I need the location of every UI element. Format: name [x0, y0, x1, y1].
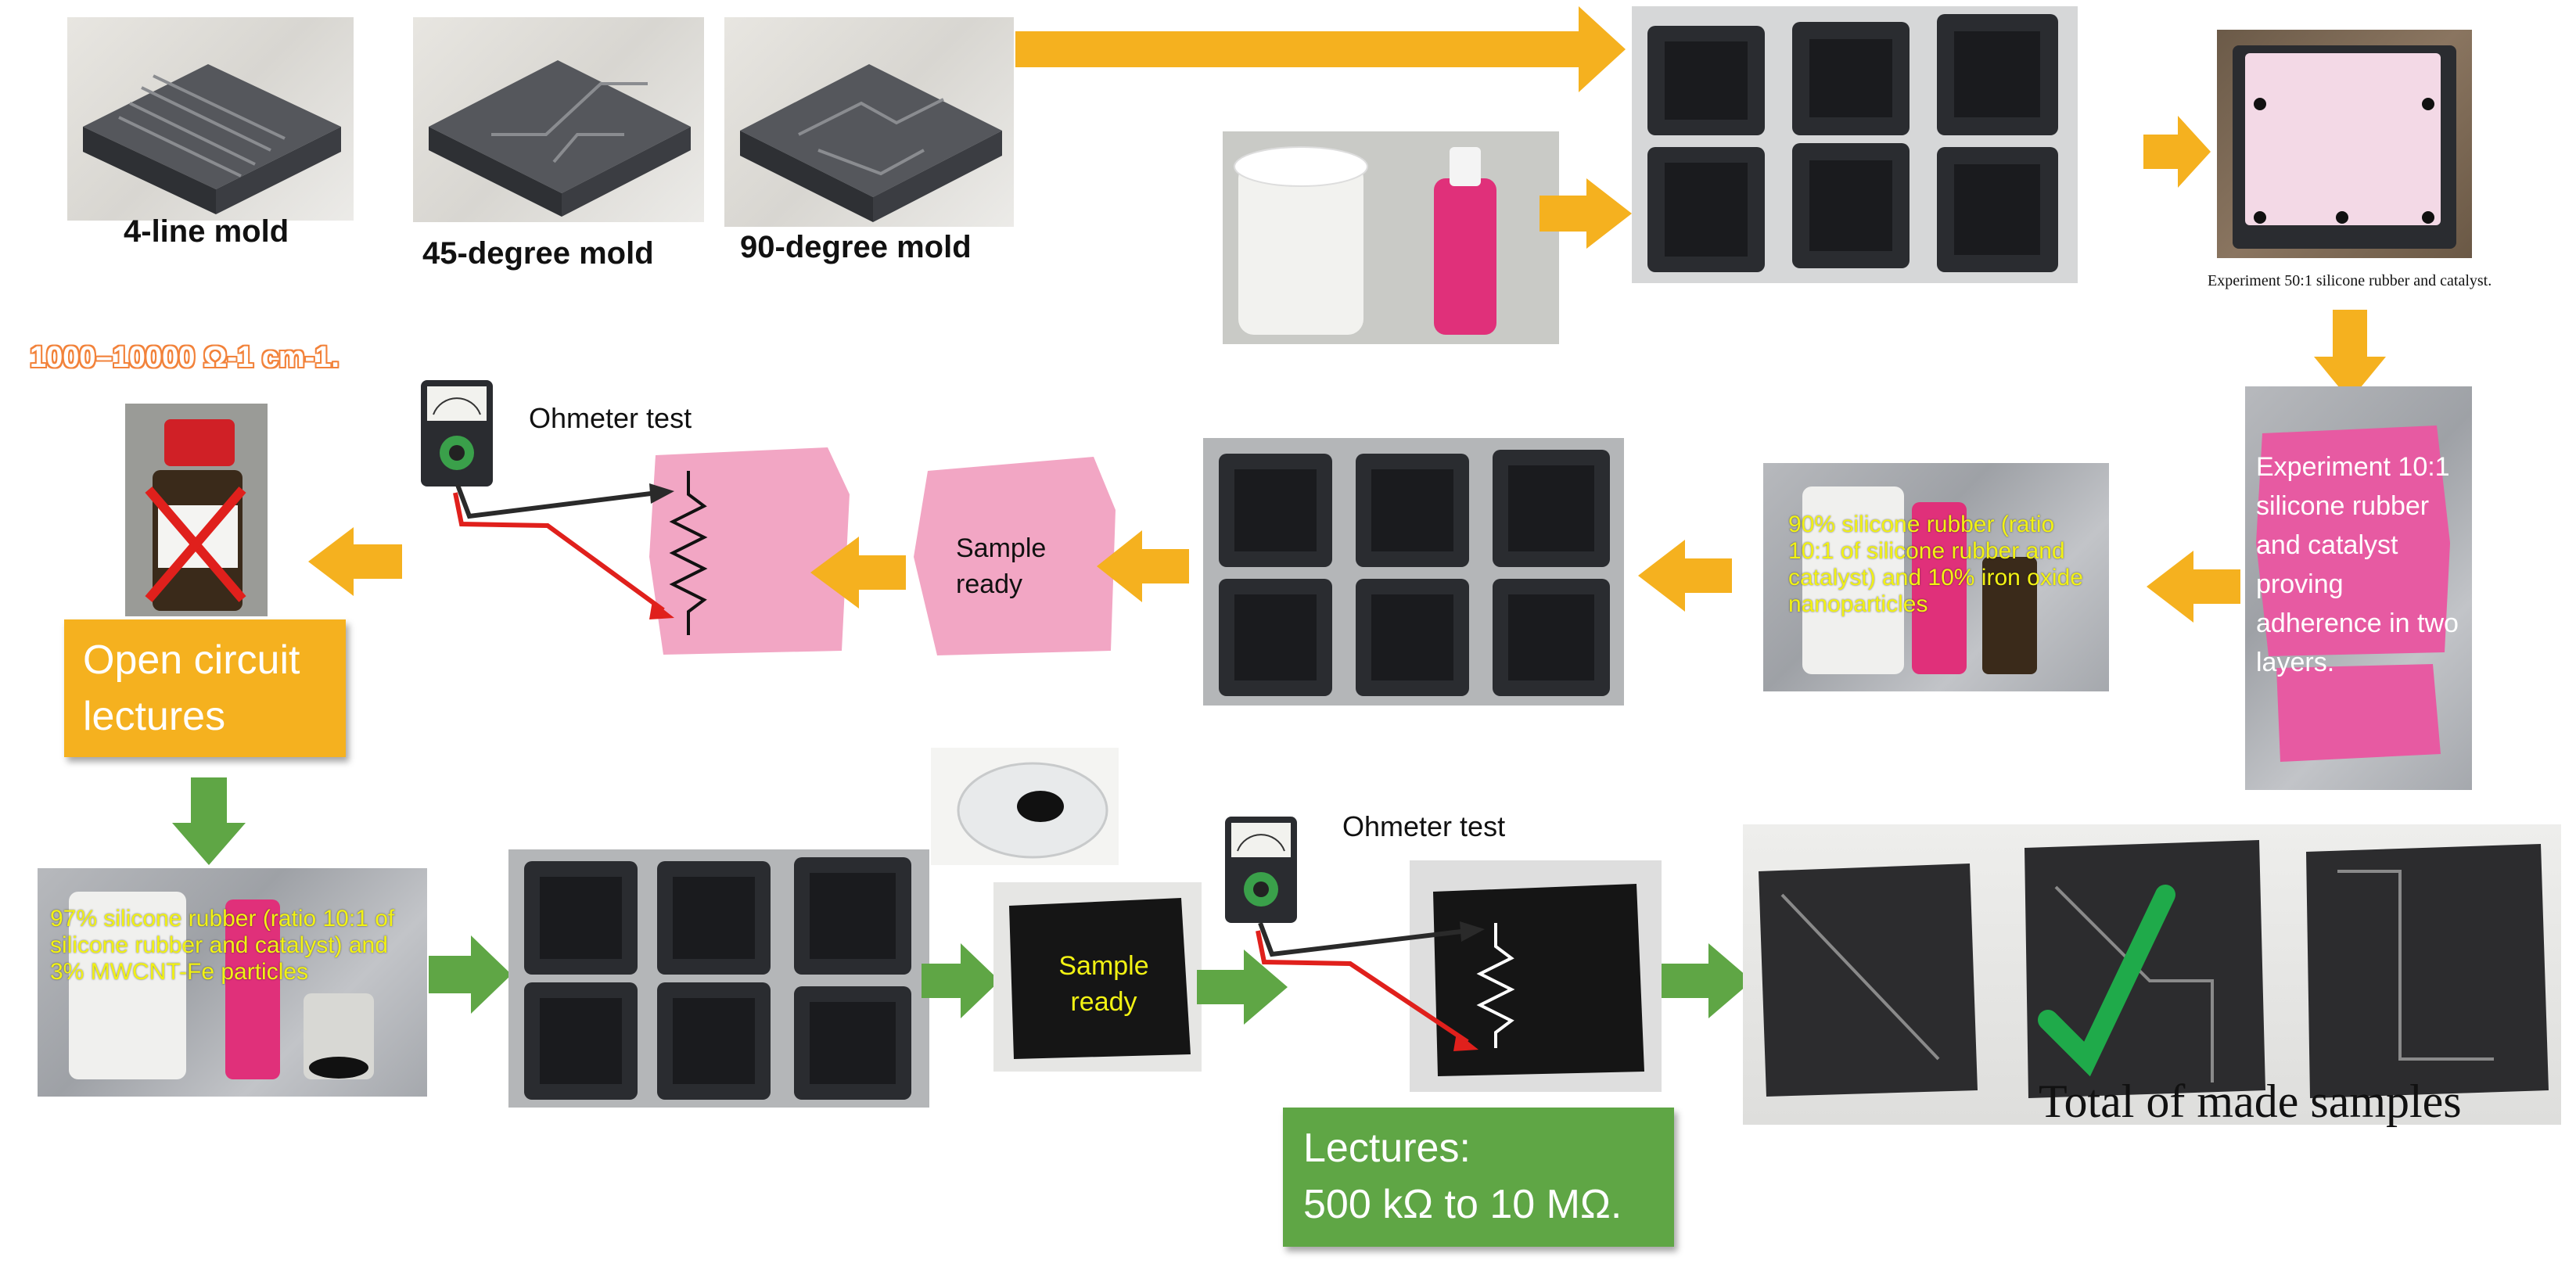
arrow-right: [1539, 178, 1632, 249]
sample-ready-label-2: Sample ready: [1058, 951, 1149, 1017]
open-circuit-label: Open circuit lectures: [83, 637, 300, 739]
experiment-50-1-image: [2217, 30, 2472, 258]
six-molds-image-2: [1203, 438, 1624, 706]
experiment-10-1-description: Experiment 10:1 silicone rubber and cata…: [2256, 452, 2459, 677]
mold-45-degree-label: 45-degree mold: [422, 236, 654, 271]
ohmeter-test-label-2: Ohmeter test: [1342, 810, 1506, 842]
reagent-bottle-image: [125, 404, 268, 616]
mold-90-degree-label: 90-degree mold: [740, 230, 972, 264]
arrow-right-long: [1015, 6, 1626, 92]
open-circuit-box: Open circuit lectures: [64, 619, 346, 757]
arrow-left: [2147, 551, 2240, 623]
probe-wires-2: [1256, 921, 1485, 1051]
black-sample-resistor: [1410, 860, 1662, 1092]
arrow-right-green: [922, 943, 1000, 1018]
lectures-range: 500 kΩ to 10 MΩ.: [1303, 1182, 1622, 1227]
arrow-left: [1638, 540, 1732, 612]
experiment-10-1-image: [2245, 386, 2472, 790]
lectures-label: Lectures:: [1303, 1126, 1471, 1171]
six-molds-image-3: [508, 849, 929, 1108]
six-molds-image-1: [1632, 6, 2078, 283]
multimeter-icon: [419, 379, 494, 488]
pink-sample-resistor: [640, 432, 859, 666]
arrow-down-green: [172, 777, 246, 865]
arrow-left: [810, 537, 906, 609]
petri-dish-image: [931, 748, 1119, 865]
mold-45-degree-image: [413, 17, 704, 222]
experiment-50-1-caption: Experiment 50:1 silicone rubber and cata…: [2208, 272, 2492, 289]
mwcnt-mixture-image: [38, 868, 427, 1097]
mold-90-degree-image: [724, 17, 1014, 227]
silicone-containers-image: [1223, 131, 1559, 344]
arrow-right-green: [429, 935, 512, 1014]
total-samples-image: [1743, 824, 2561, 1125]
iron-oxide-mixture-image: [1763, 463, 2109, 691]
probe-wires-1: [453, 483, 674, 619]
pink-sample-ready: [906, 440, 1123, 662]
total-samples-label: Total of made samples: [2039, 1075, 2462, 1127]
arrow-right: [2143, 116, 2211, 188]
mold-4-line-label: 4-line mold: [124, 214, 289, 249]
black-sample-ready: [993, 882, 1202, 1072]
lectures-box: Lectures: 500 kΩ to 10 MΩ.: [1283, 1108, 1674, 1247]
arrow-right-green: [1662, 943, 1752, 1018]
sample-ready-label-1: Sample ready: [956, 533, 1047, 599]
ohmeter-test-label-1: Ohmeter test: [529, 402, 692, 434]
arrow-left: [1097, 530, 1189, 602]
arrow-right-green: [1197, 950, 1288, 1025]
multimeter-icon: [1223, 815, 1299, 925]
mwcnt-description: 97% silicone rubber (ratio 10:1 of silic…: [50, 906, 395, 985]
conductivity-range: 1000–10000 Ω-1 cm-1.: [30, 341, 340, 374]
arrow-down: [2314, 310, 2386, 400]
arrow-left: [308, 527, 402, 596]
iron-oxide-description: 90% silicone rubber (ratio 10:1 of silic…: [1788, 512, 2083, 617]
mold-4-line-image: [67, 17, 354, 221]
